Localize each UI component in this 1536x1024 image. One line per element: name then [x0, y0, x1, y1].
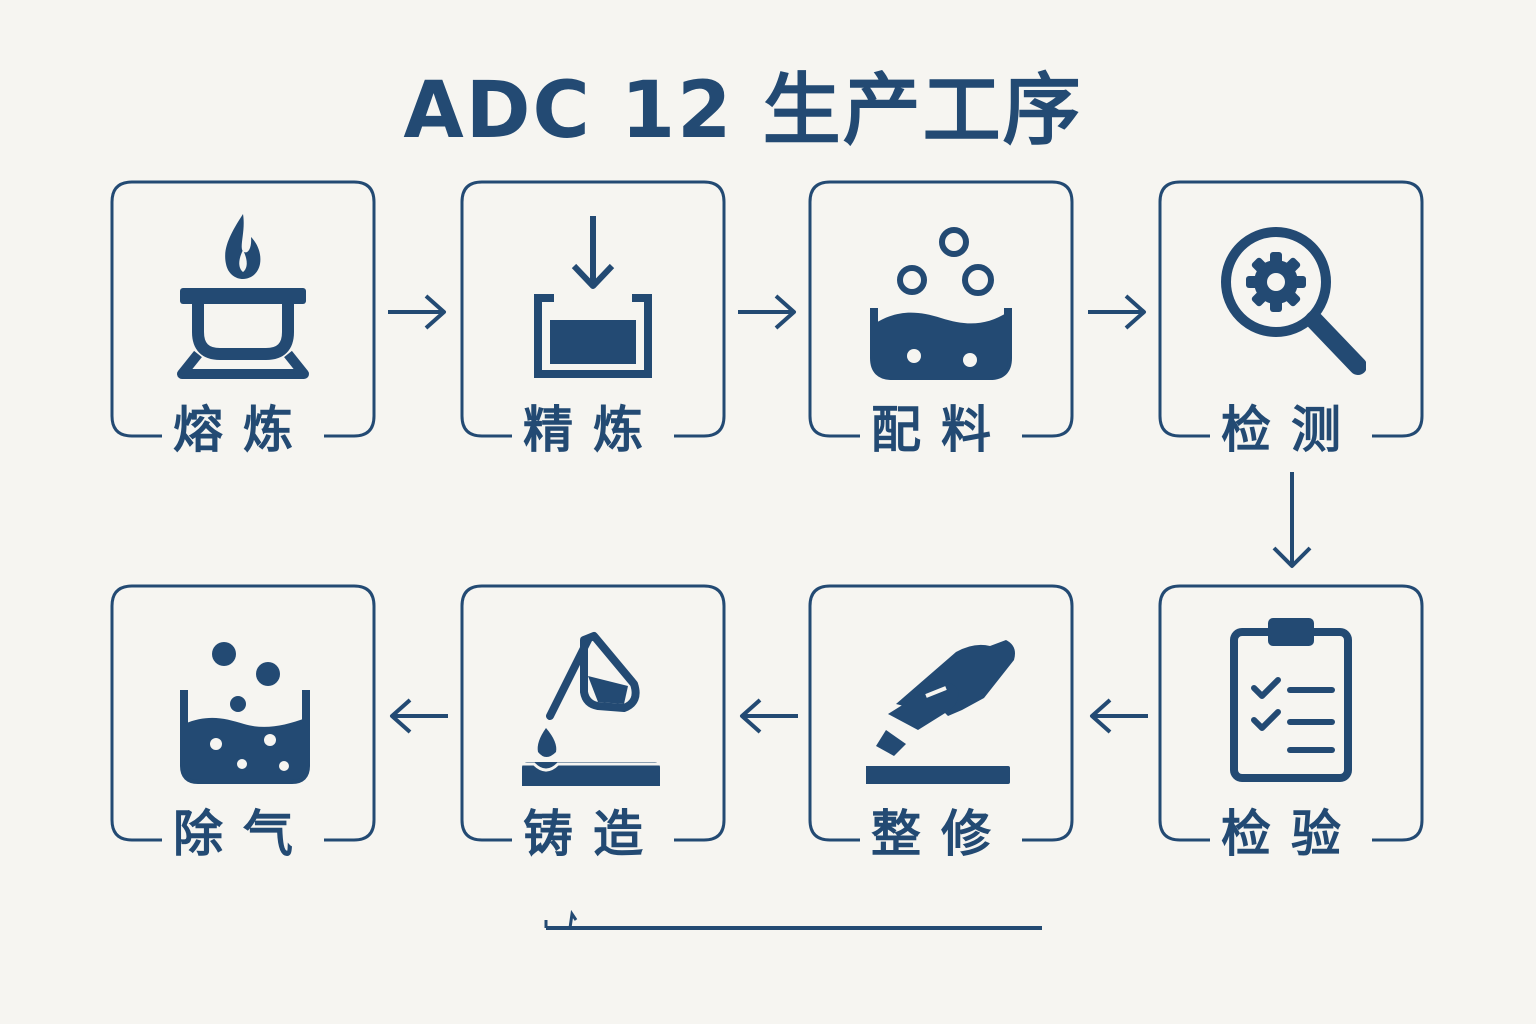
tank-down-arrow-icon [534, 216, 652, 378]
step-label: 整修 [871, 805, 1011, 863]
step-frame [808, 584, 1074, 842]
arrow-right-icon [738, 294, 796, 330]
magnifier-gear-icon [1221, 227, 1366, 375]
step-refining: 精炼 [460, 180, 726, 458]
clipboard-checklist-icon [1230, 618, 1352, 782]
arrow-left-icon [1090, 698, 1148, 734]
hand-scraper-icon [866, 640, 1015, 784]
pouring-ladle-icon [522, 632, 660, 786]
step-label: 熔炼 [173, 401, 313, 459]
step-label: 检验 [1221, 805, 1361, 863]
step-frame [460, 584, 726, 842]
step-frame [110, 584, 376, 842]
bubbling-tank-icon [870, 227, 1012, 380]
step-frame [1158, 180, 1424, 438]
step-label: 铸造 [523, 805, 663, 863]
arrow-right-icon [388, 294, 446, 330]
step-label: 配料 [871, 401, 1011, 459]
step-label: 除气 [173, 805, 313, 863]
step-casting: 铸造 [460, 584, 726, 862]
step-batching: 配料 [808, 180, 1074, 458]
step-degassing: 除气 [110, 584, 376, 862]
arrow-left-icon [390, 698, 448, 734]
step-label: 精炼 [523, 401, 663, 459]
step-inspection: 检验 [1158, 584, 1424, 862]
step-frame [460, 180, 726, 438]
step-trimming: 整修 [808, 584, 1074, 862]
step-frame [110, 180, 376, 438]
step-frame [1158, 584, 1424, 842]
arrow-right-icon [1088, 294, 1146, 330]
page-title: ADC 12 生产工序 [403, 66, 1083, 156]
step-frame [808, 180, 1074, 438]
step-melting: 熔炼 [110, 180, 376, 458]
crucible-flame-icon [177, 214, 309, 379]
bottom-divider [544, 909, 1042, 930]
degassing-tank-icon [180, 642, 310, 784]
step-testing: 检测 [1158, 180, 1424, 458]
arrow-down-icon [1272, 472, 1312, 568]
arrow-left-icon [740, 698, 798, 734]
step-label: 检测 [1221, 401, 1361, 459]
